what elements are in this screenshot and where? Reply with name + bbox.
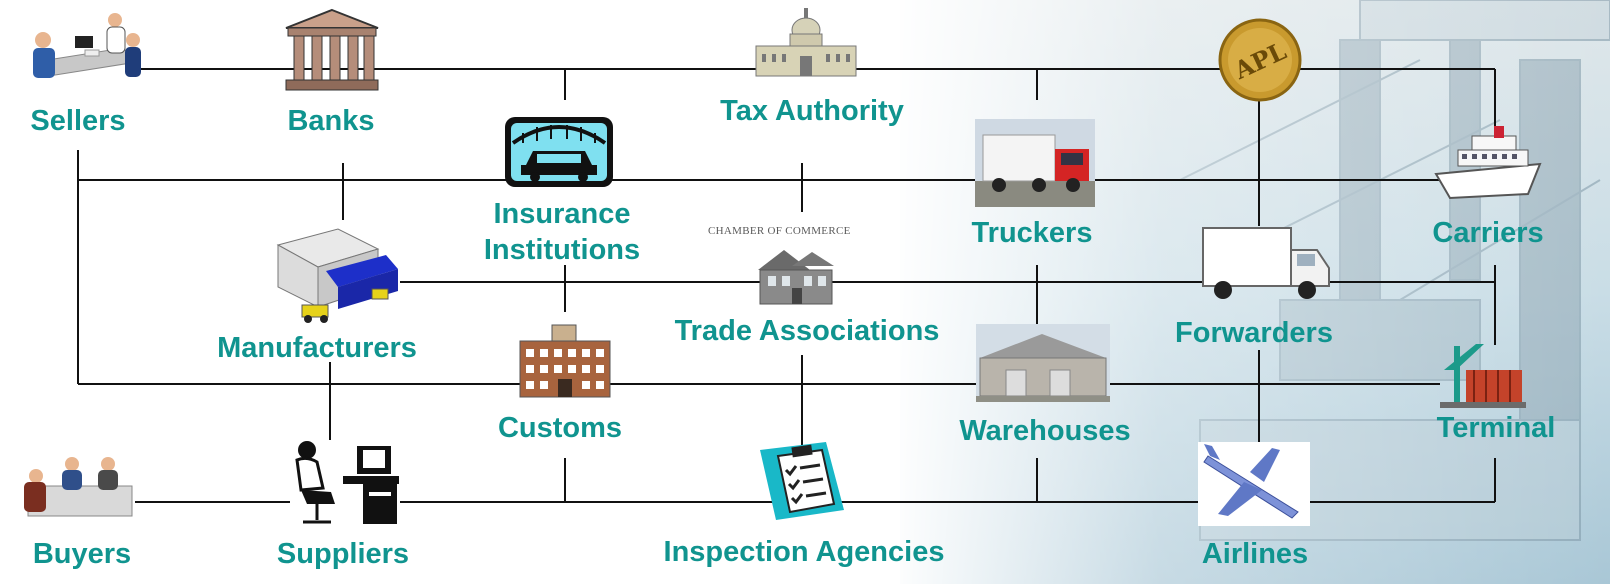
insurance-car-icon [503,115,615,189]
capitol-building-icon [752,6,860,80]
label-sellers: Sellers [30,105,126,137]
truck-photo-icon [975,119,1095,207]
label-insurance-institutions: Insurance Institutions [484,196,640,269]
airplane-icon [1198,442,1310,526]
label-banks: Banks [287,105,375,137]
label-buyers: Buyers [32,538,132,570]
label-forwarders: Forwarders [1175,317,1333,349]
terminal-crane-icon [1436,340,1530,410]
chamber-house-icon [752,244,838,306]
supplier-computer-icon [283,438,403,526]
label-customs: Customs [497,412,623,444]
label-insurance-line2: Institutions [483,234,641,267]
label-terminal: Terminal [1436,412,1556,444]
label-trade-associations: Trade Associations [674,315,940,347]
buyers-meeting-icon [8,452,134,524]
clipboard-checklist-icon [756,440,848,522]
bank-building-icon [282,8,382,92]
label-airlines: Airlines [1201,538,1309,570]
label-insurance-line1: Insurance [493,198,631,230]
label-carriers: Carriers [1432,217,1544,249]
label-warehouses: Warehouses [959,415,1131,447]
warehouse-photo-icon [976,324,1110,402]
factory-icon [268,215,402,327]
cruise-ship-icon [1432,124,1544,204]
label-truckers: Truckers [971,217,1093,249]
label-manufacturers: Manufacturers [217,332,417,364]
sellers-meeting-icon [15,10,141,90]
label-suppliers: Suppliers [276,538,410,570]
chamber-of-commerce-caption: CHAMBER OF COMMERCE [708,225,851,237]
apl-logo-icon: APL [1214,14,1306,106]
box-truck-icon [1197,224,1333,304]
label-inspection-agencies: Inspection Agencies [663,536,945,568]
customs-building-icon [516,323,614,399]
label-tax-authority: Tax Authority [720,95,904,127]
